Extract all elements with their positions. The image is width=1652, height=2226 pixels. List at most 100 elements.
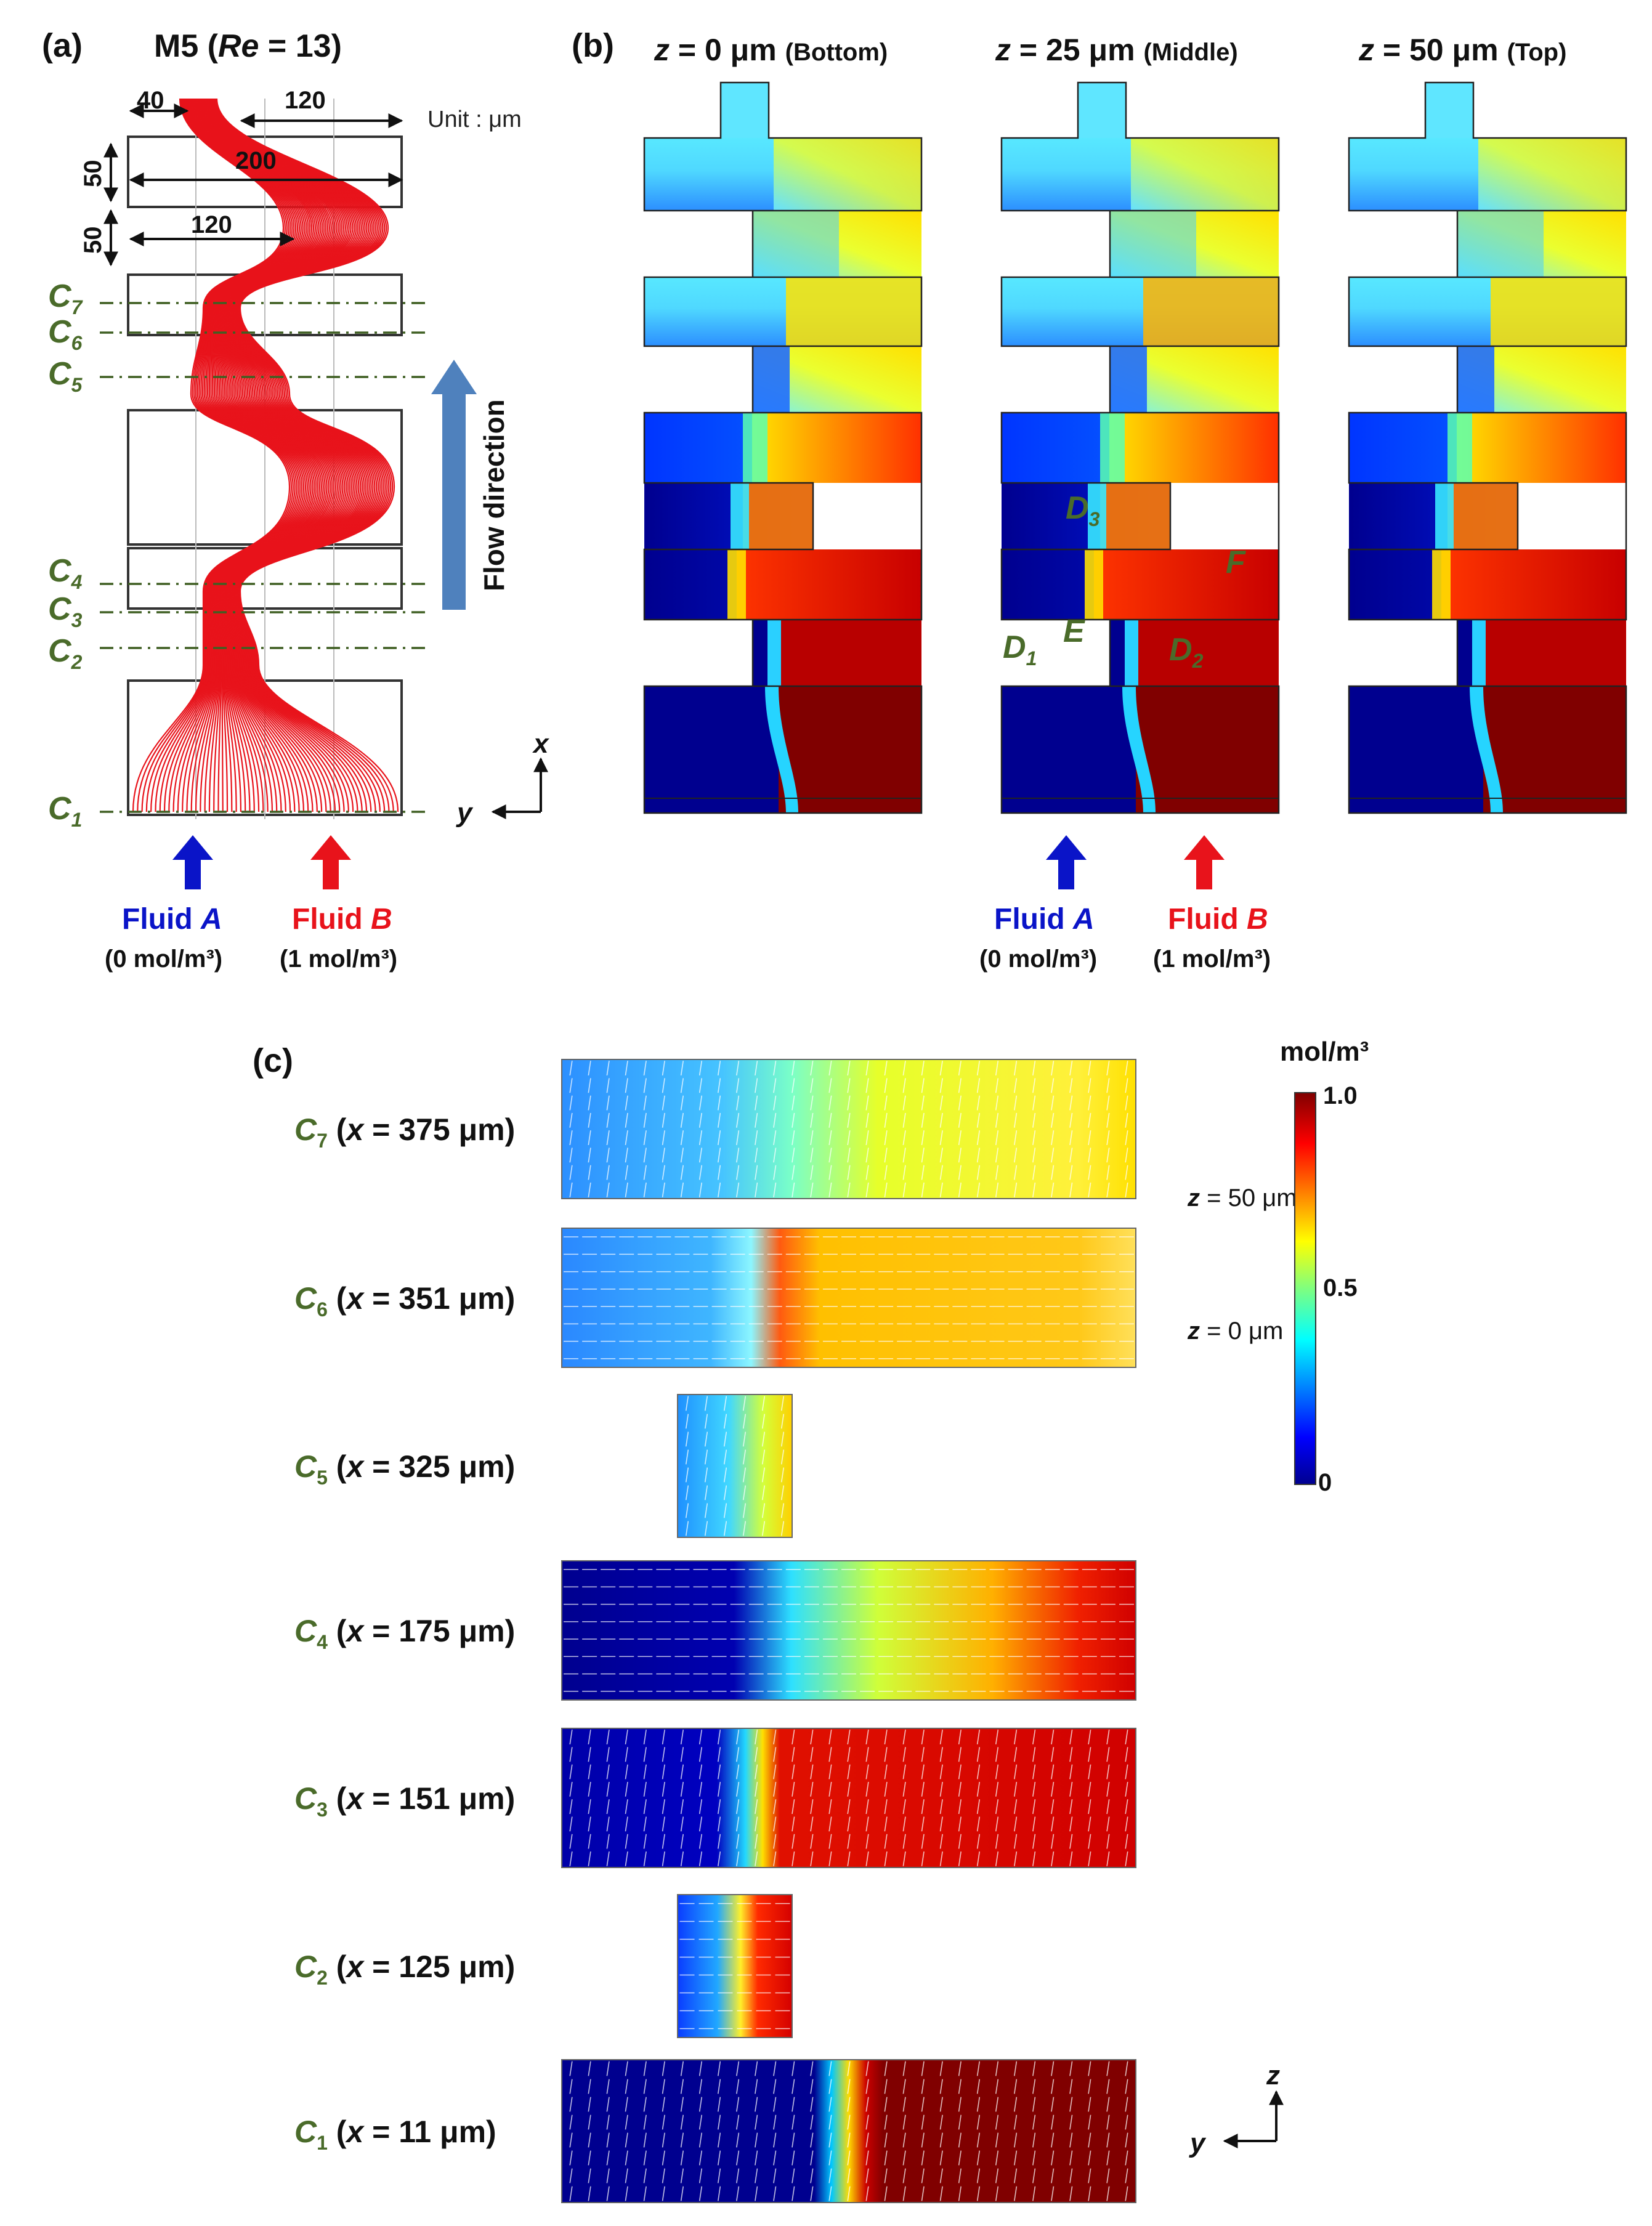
velocity-vector [680, 2061, 684, 2076]
velocity-vector [1013, 1112, 1018, 1128]
velocity-vector [884, 2097, 888, 2112]
velocity-vector [780, 1414, 785, 1429]
velocity-vector [995, 1078, 999, 1093]
velocity-vector [736, 2132, 740, 2148]
velocity-vector [780, 1449, 785, 1465]
velocity-vector [773, 1799, 777, 1815]
velocity-vector [847, 1834, 851, 1849]
velocity-vector [704, 1449, 708, 1465]
streamline [198, 98, 344, 812]
velocity-vector [606, 2168, 610, 2184]
velocity-vector [704, 1414, 708, 1429]
velocity-vector [995, 1061, 999, 1076]
velocity-vector [698, 1816, 703, 1832]
z-bottom-label: z = 0 μm [1187, 1317, 1283, 1345]
velocity-vector [884, 1061, 888, 1076]
velocity-vector [1069, 2186, 1073, 2201]
velocity-vector [921, 1764, 925, 1779]
channel-neck-2-left [1110, 346, 1147, 413]
velocity-vector [810, 1182, 814, 1197]
cross-section-c6 [561, 1228, 1136, 1368]
velocity-vector [723, 1521, 727, 1536]
velocity-vector [865, 1730, 869, 1745]
velocity-vector [606, 1747, 610, 1762]
velocity-vector [1013, 2186, 1018, 2201]
velocity-vector [606, 1799, 610, 1815]
velocity-vector [792, 1816, 795, 1832]
colorbar-tick-min: 0 [1318, 1469, 1332, 1496]
velocity-vector [884, 2079, 888, 2094]
velocity-vector [902, 2115, 906, 2130]
velocity-vector [606, 2061, 610, 2076]
velocity-vector [1051, 1851, 1055, 1866]
velocity-vector [976, 1747, 981, 1762]
velocity-vector [792, 2150, 795, 2166]
channel-block-3-interface [1448, 413, 1472, 483]
velocity-vector [828, 2150, 832, 2166]
velocity-vector [736, 1061, 740, 1076]
velocity-vector [847, 2132, 851, 2148]
channel-block-4-interface [727, 549, 746, 620]
velocity-vector [1106, 2186, 1110, 2201]
velocity-vector [717, 1834, 721, 1849]
velocity-vector [742, 1521, 747, 1536]
velocity-vector [680, 1799, 684, 1815]
velocity-vector [976, 2150, 981, 2166]
velocity-vector [921, 1747, 925, 1762]
velocity-vector [865, 2079, 869, 2094]
velocity-vector [828, 1095, 832, 1111]
velocity-vector [1088, 1112, 1091, 1128]
velocity-vector [939, 1147, 943, 1163]
velocity-vector [742, 1467, 747, 1483]
velocity-vector [902, 1112, 906, 1128]
velocity-vector [939, 1764, 943, 1779]
velocity-vector [810, 1834, 814, 1849]
velocity-vector [1032, 2097, 1036, 2112]
velocity-vector [704, 1485, 708, 1500]
velocity-vector [1125, 1834, 1128, 1849]
velocity-vector [643, 2150, 647, 2166]
cross-section-c7 [561, 1059, 1136, 1199]
velocity-vector [736, 1112, 740, 1128]
velocity-vector [902, 1130, 906, 1146]
velocity-vector [902, 1781, 906, 1797]
velocity-vector [865, 1165, 869, 1180]
velocity-vector [717, 1799, 721, 1815]
velocity-vector [1013, 1816, 1018, 1832]
velocity-vector [921, 2168, 925, 2184]
velocity-vector [643, 1061, 647, 1076]
velocity-vector [921, 1147, 925, 1163]
velocity-vector [680, 2132, 684, 2148]
velocity-vector [680, 1816, 684, 1832]
velocity-vector [755, 1799, 758, 1815]
velocity-vector [1069, 1095, 1073, 1111]
channel-block-4-interface [1085, 549, 1103, 620]
channel-block-2-right [786, 277, 921, 346]
column-title-top: z = 50 μm (Top) [1358, 33, 1566, 67]
velocity-vector [625, 1165, 628, 1180]
velocity-vector [995, 1182, 999, 1197]
velocity-vector [1125, 1182, 1128, 1197]
velocity-vector [698, 2079, 703, 2094]
velocity-vector [921, 2061, 925, 2076]
velocity-vector [847, 1078, 851, 1093]
velocity-vector [1125, 1112, 1128, 1128]
velocity-vector [755, 1781, 758, 1797]
velocity-vector [1069, 2097, 1073, 2112]
velocity-vector [1032, 1851, 1036, 1866]
velocity-vector [1069, 1078, 1073, 1093]
velocity-vector [569, 1816, 573, 1832]
velocity-vector [921, 2132, 925, 2148]
streamline [196, 98, 338, 812]
velocity-vector [625, 1130, 628, 1146]
velocity-vector [884, 1834, 888, 1849]
streamline [141, 98, 294, 812]
velocity-vector [736, 1730, 740, 1745]
velocity-vector [865, 2150, 869, 2166]
velocity-vector [1069, 2115, 1073, 2130]
velocity-vector [1013, 1764, 1018, 1779]
velocity-vector [761, 1503, 766, 1518]
velocity-vector [828, 2115, 832, 2130]
velocity-vector [723, 1431, 727, 1447]
velocity-vector [884, 1182, 888, 1197]
